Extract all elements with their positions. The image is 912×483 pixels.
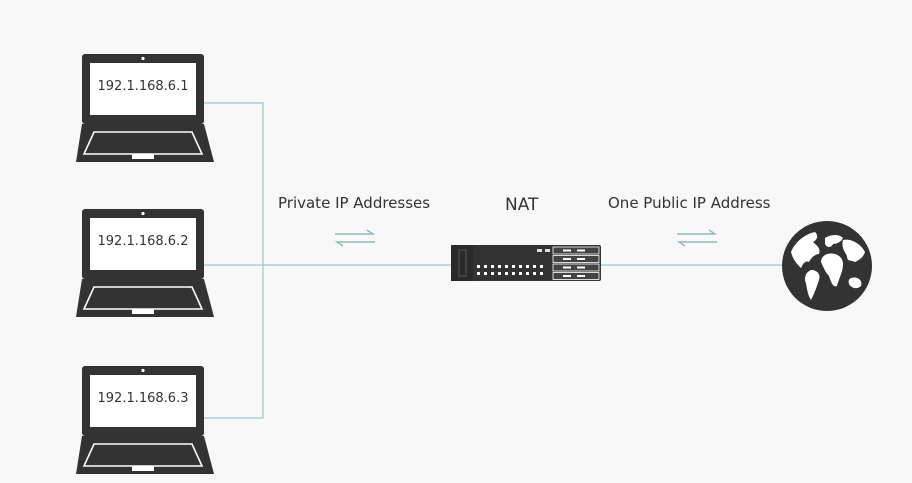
- network-switch-icon: [451, 245, 601, 281]
- connector-line-pc1: [200, 102, 264, 265]
- computer-3-ip: 192.1.168.6.3: [97, 391, 189, 406]
- computer-1: 192.1.168.6.1: [76, 53, 216, 163]
- laptop-icon: [76, 54, 214, 162]
- nat-label: NAT: [505, 195, 539, 215]
- bidirectional-arrows-icon: [334, 229, 376, 247]
- private-ip-label: Private IP Addresses: [278, 194, 431, 212]
- computer-2: 192.1.168.6.2: [76, 208, 216, 318]
- laptop-icon: [76, 209, 214, 317]
- public-ip-label: One Public IP Address: [608, 194, 771, 212]
- computer-2-ip: 192.1.168.6.2: [97, 234, 189, 249]
- bidirectional-arrows-icon: [676, 229, 718, 247]
- laptop-icon: [76, 366, 214, 474]
- connector-line-pc3: [200, 265, 264, 419]
- computer-1-ip: 192.1.168.6.1: [97, 79, 189, 94]
- globe-icon: [782, 221, 872, 311]
- computer-3: 192.1.168.6.3: [76, 365, 216, 475]
